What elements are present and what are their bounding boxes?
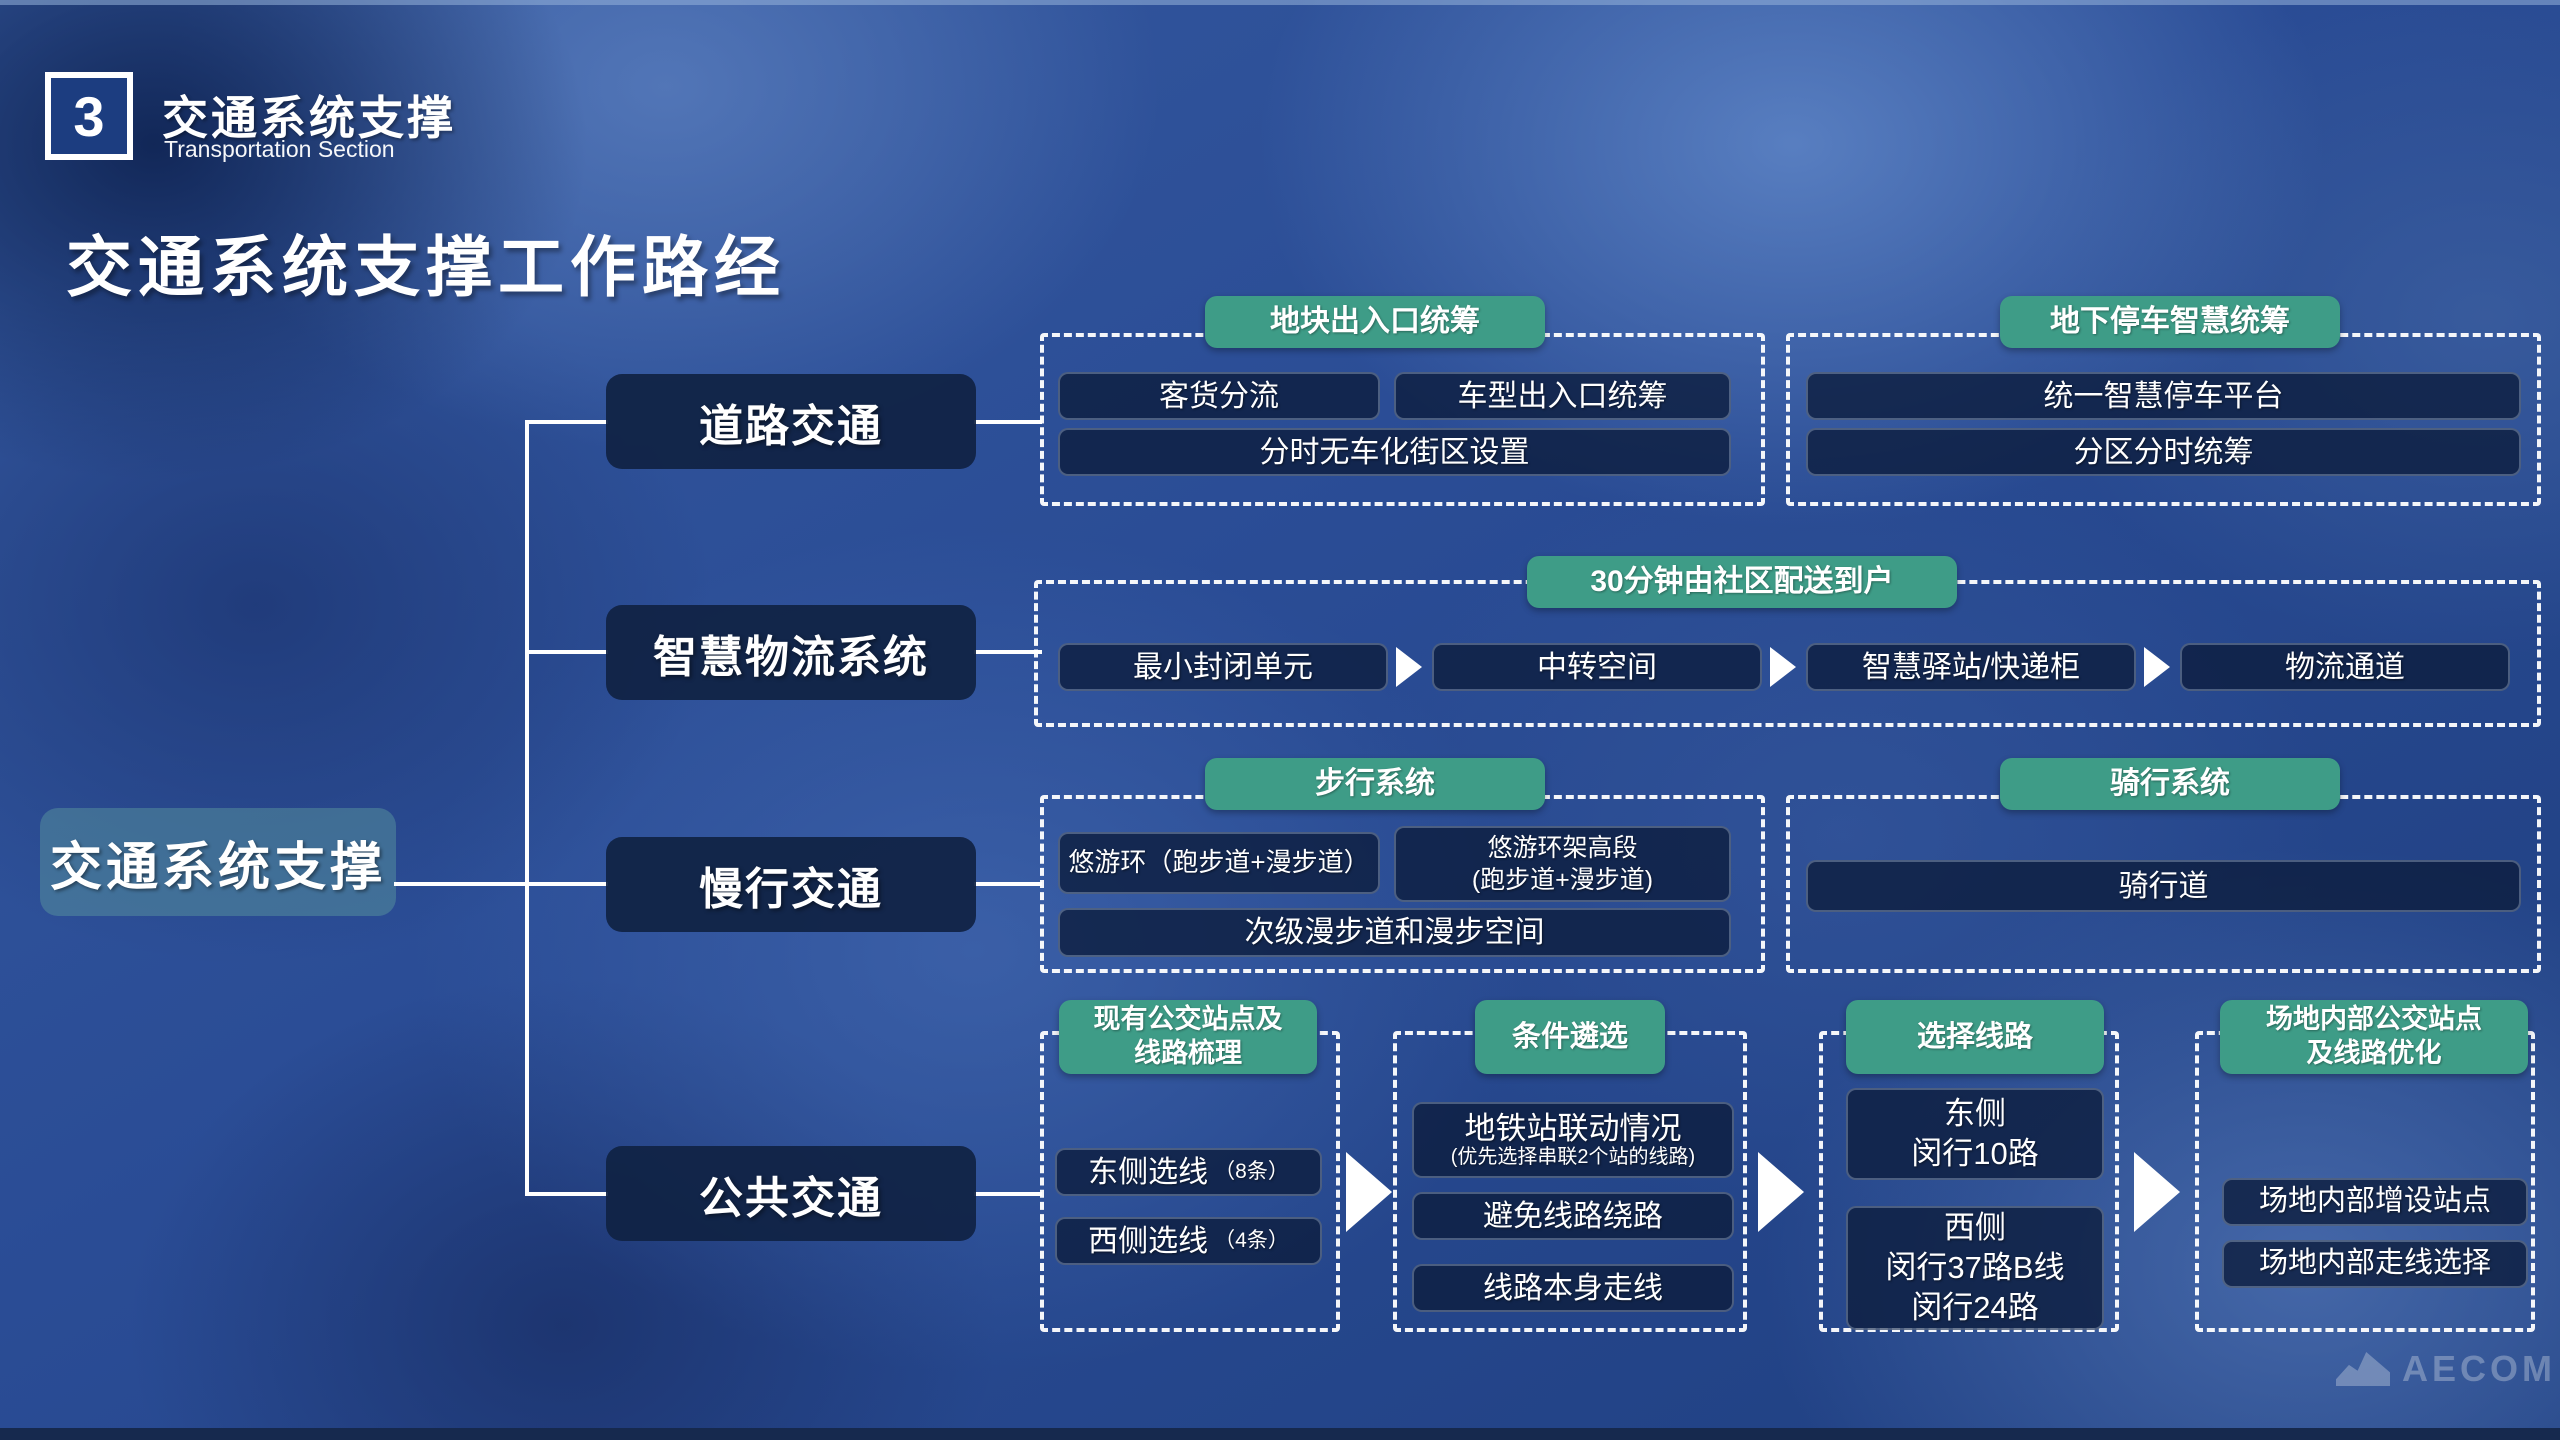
- public-item-internal-alignment: 场地内部走线选择: [2222, 1240, 2528, 1288]
- public-item-avoid-detours: 避免线路绕路: [1412, 1192, 1734, 1240]
- link-logistics-detail: [974, 650, 1042, 654]
- road-item-smart-parking-platform: 统一智慧停车平台: [1806, 372, 2521, 420]
- west-routes-count: （4条）: [1214, 1229, 1289, 1253]
- aecom-watermark: AECOM: [2336, 1348, 2556, 1390]
- road-right-pill: 地下停车智慧统筹: [2000, 296, 2340, 348]
- slow-item-elevated-loop: 悠游环架高段 (跑步道+漫步道): [1394, 826, 1731, 902]
- branch-node-road: 道路交通: [606, 374, 976, 469]
- logistics-step-corridor: 物流通道: [2180, 643, 2510, 691]
- branch-line-public: [527, 1192, 608, 1196]
- west-routes-label: 西侧选线: [1088, 1224, 1209, 1258]
- public-stage4-pill: 场地内部公交站点 及线路优化: [2220, 1000, 2528, 1074]
- public-item-west-selected: 西侧 闵行37路B线 闵行24路: [1846, 1206, 2104, 1330]
- east-routes-count: （8条）: [1214, 1160, 1289, 1184]
- public-item-west-routes: 西侧选线 （4条）: [1055, 1217, 1322, 1265]
- section-title: 交通系统支撑: [162, 92, 456, 144]
- arrow-right-icon: [2134, 1152, 2180, 1232]
- logistics-pill: 30分钟由社区配送到户: [1527, 556, 1957, 608]
- public-item-east-routes: 东侧选线 （8条）: [1055, 1148, 1322, 1196]
- branch-node-logistics: 智慧物流系统: [606, 605, 976, 700]
- link-road-detail: [974, 420, 1042, 424]
- aecom-logo-icon: [2336, 1352, 2390, 1386]
- road-item-zone-time-coordination: 分区分时统筹: [1806, 428, 2521, 476]
- public-stage2-pill: 条件遴选: [1475, 1000, 1665, 1074]
- branch-node-slow: 慢行交通: [606, 837, 976, 932]
- walking-pill: 步行系统: [1205, 758, 1545, 810]
- branch-node-public: 公共交通: [606, 1146, 976, 1241]
- arrow-right-icon: [1758, 1152, 1804, 1232]
- public-item-metro-link: 地铁站联动情况 (优先选择串联2个站的线路): [1412, 1102, 1734, 1178]
- east-routes-label: 东侧选线: [1088, 1155, 1209, 1189]
- road-item-vehicle-gates: 车型出入口统筹: [1394, 372, 1731, 420]
- road-item-passenger-freight: 客货分流: [1058, 372, 1380, 420]
- public-stage1-pill: 现有公交站点及 线路梳理: [1059, 1000, 1317, 1074]
- logistics-step-closed-unit: 最小封闭单元: [1058, 643, 1388, 691]
- public-stage3-pill: 选择线路: [1846, 1000, 2104, 1074]
- aecom-logo-text: AECOM: [2402, 1348, 2556, 1389]
- slow-item-loop: 悠游环（跑步道+漫步道）: [1058, 832, 1380, 894]
- public-item-route-alignment: 线路本身走线: [1412, 1264, 1734, 1312]
- section-number: 3: [73, 84, 105, 148]
- section-number-box: 3: [45, 72, 133, 160]
- link-slow-detail: [974, 882, 1042, 886]
- metro-link-main: 地铁站联动情况: [1464, 1110, 1682, 1146]
- root-connector-line: [394, 882, 527, 886]
- logistics-step-smart-lockers: 智慧驿站/快递柜: [1806, 643, 2136, 691]
- slow-item-cycle-track: 骑行道: [1806, 860, 2521, 912]
- slow-item-secondary-paths: 次级漫步道和漫步空间: [1058, 908, 1731, 957]
- branch-line-slow: [527, 882, 608, 886]
- metro-link-note: (优先选择串联2个站的线路): [1450, 1146, 1696, 1169]
- tree-trunk-line: [525, 420, 529, 1196]
- root-node: 交通系统支撑: [40, 808, 396, 916]
- arrow-right-icon: [1346, 1152, 1392, 1232]
- public-item-add-stops: 场地内部增设站点: [2222, 1178, 2528, 1226]
- link-public-detail: [974, 1192, 1042, 1196]
- branch-line-logistics: [527, 650, 608, 654]
- cycling-pill: 骑行系统: [2000, 758, 2340, 810]
- bottom-bar: [0, 1428, 2560, 1440]
- road-item-carfree-blocks: 分时无车化街区设置: [1058, 428, 1731, 476]
- page-title: 交通系统支撑工作路经: [66, 230, 786, 304]
- public-item-east-selected: 东侧 闵行10路: [1846, 1088, 2104, 1180]
- branch-line-road: [527, 420, 608, 424]
- road-left-pill: 地块出入口统筹: [1205, 296, 1545, 348]
- top-strip: [0, 0, 2560, 5]
- logistics-step-transfer-space: 中转空间: [1432, 643, 1762, 691]
- section-subtitle: Transportation Section: [164, 136, 395, 162]
